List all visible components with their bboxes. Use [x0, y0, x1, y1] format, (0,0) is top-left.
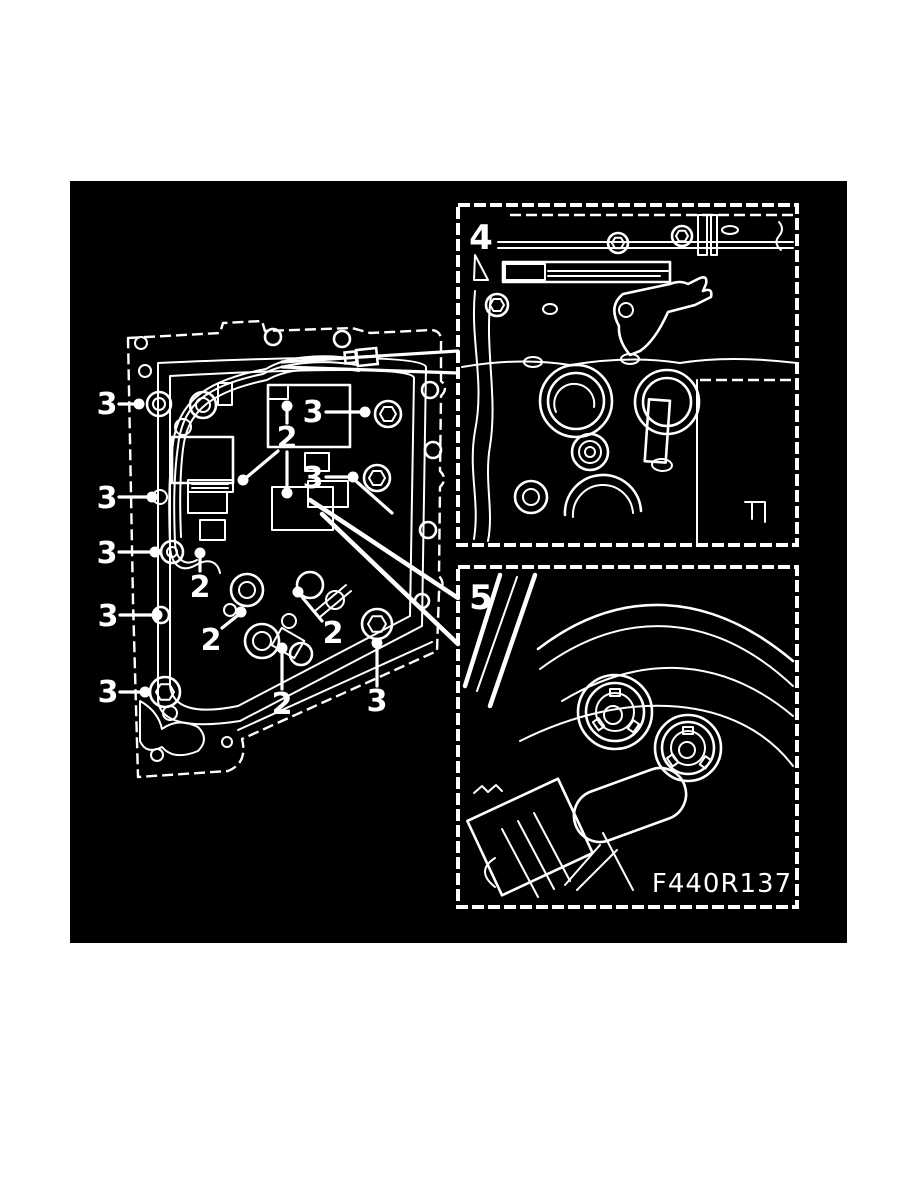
parking-pawl — [613, 276, 713, 357]
callout-2: 2 — [323, 616, 344, 651]
block-step — [267, 384, 289, 400]
callout-3: 3 — [97, 481, 118, 516]
figure-artwork: 4 — [70, 181, 847, 943]
bolt-hole — [418, 520, 438, 540]
bolt-hole — [134, 336, 148, 350]
piston-seal-2 — [653, 713, 723, 783]
bolt-hole — [423, 440, 443, 460]
detent-mechanism — [223, 570, 352, 667]
bolt-hole — [263, 327, 283, 347]
callout-3: 3 — [367, 684, 388, 719]
center-valve-block — [266, 383, 352, 449]
inset-box-5: 5 F440R137 — [456, 565, 799, 909]
inset-4-border — [456, 203, 799, 547]
hex-bolt — [606, 231, 630, 255]
plate-outline — [126, 319, 447, 779]
small-block — [304, 452, 330, 472]
hex-bolt — [670, 224, 694, 248]
callout-3: 3 — [97, 536, 118, 571]
connector-block — [466, 777, 594, 898]
boss-ring — [174, 418, 192, 436]
inset-box-4: 4 — [456, 203, 799, 547]
callout-2: 2 — [201, 623, 222, 658]
inset-5-content — [462, 572, 795, 898]
plate-foot — [139, 675, 233, 762]
callout-2: 2 — [190, 570, 211, 605]
selector-pin — [643, 398, 673, 473]
shift-arm — [572, 766, 688, 844]
side-block — [307, 480, 349, 508]
callout-2: 2 — [277, 421, 298, 456]
bolt-hole — [152, 397, 166, 411]
inset-5-label: 5 — [469, 578, 493, 618]
boss-ring — [195, 397, 211, 413]
inset-4-label: 4 — [469, 218, 493, 258]
inset-pointer-lines — [280, 349, 461, 647]
figure-code: F440R137 — [652, 869, 792, 899]
gasket-contour-inner — [169, 368, 415, 711]
callout-3: 3 — [303, 461, 324, 496]
hex-bolt — [362, 463, 392, 493]
callout-2: 2 — [272, 687, 293, 722]
callouts-layer: 3 3 3 3 3 3 3 3 2 — [97, 387, 388, 722]
valve-body-figure: 4 — [70, 181, 847, 943]
valve-block — [187, 491, 228, 514]
hex-bolt — [373, 399, 403, 429]
hatch-lines — [564, 832, 634, 891]
plate-bottom-inner-edge — [237, 641, 433, 731]
callout-3: 3 — [98, 675, 119, 710]
bolt-hole — [420, 380, 440, 400]
gasket-contour-outer — [157, 356, 427, 726]
bolt-hole — [332, 329, 352, 349]
boss-ring — [188, 390, 218, 420]
bolt-hole — [138, 364, 152, 378]
callout-3: 3 — [303, 395, 324, 430]
piston-seal-1 — [576, 673, 654, 751]
lower-valve-block — [271, 486, 334, 531]
callout-3: 3 — [98, 599, 119, 634]
callout-3: 3 — [97, 387, 118, 422]
bolt-hole — [145, 390, 173, 418]
inset-4-content — [461, 213, 798, 546]
small-block — [199, 519, 226, 541]
case-notch — [484, 857, 496, 888]
inset-5-border — [456, 565, 799, 909]
small-block — [217, 382, 233, 406]
bolt-hole — [159, 539, 185, 565]
